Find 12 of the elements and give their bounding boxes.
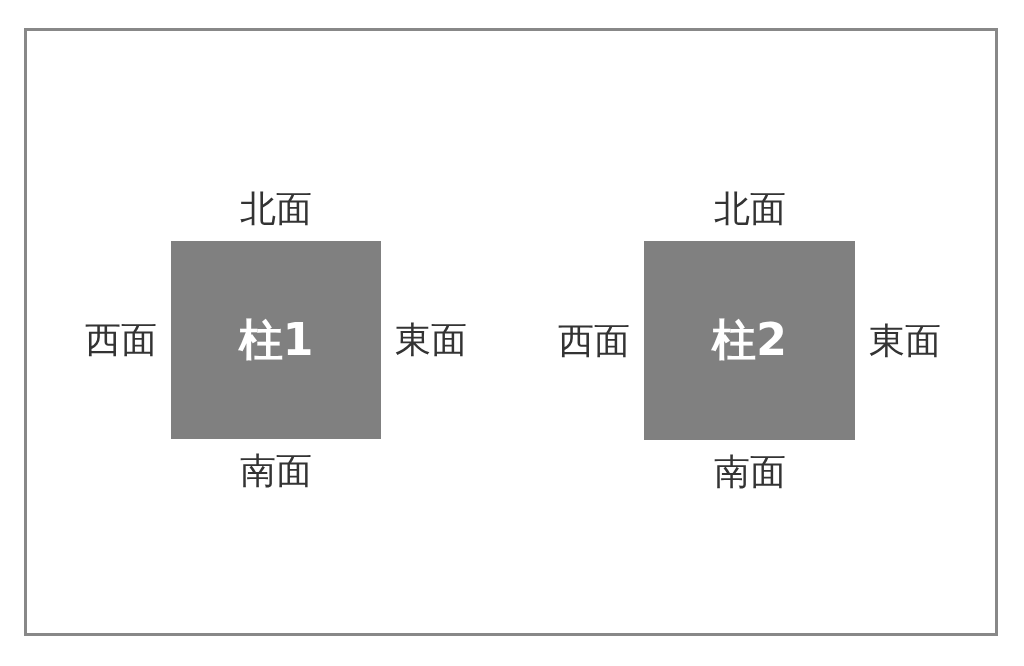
north-face-label: 北面 (713, 191, 786, 227)
east-face-label: 東面 (869, 322, 941, 359)
column-box (171, 241, 381, 439)
west-face-label: 西面 (558, 322, 630, 359)
south-face-label: 南面 (240, 453, 312, 489)
south-face-label: 南面 (713, 454, 786, 490)
column-label: 柱1 (238, 312, 314, 367)
column-label: 柱2 (712, 313, 787, 367)
east-face-label: 東面 (395, 322, 467, 358)
west-face-label: 西面 (85, 322, 157, 358)
column-box (644, 241, 855, 440)
north-face-label: 北面 (240, 191, 312, 227)
